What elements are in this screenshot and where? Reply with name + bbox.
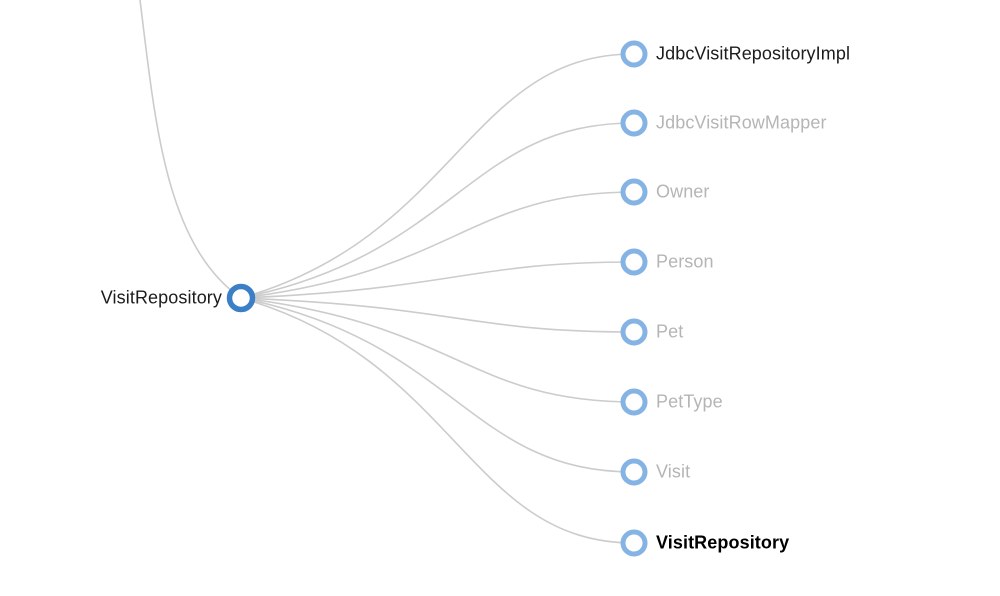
node-circle-pet[interactable] [620, 318, 648, 346]
edge-visitrepository-jdbcvisitrowmapper [240, 122, 635, 299]
node-circle-owner[interactable] [620, 178, 648, 206]
edge-visitrepository-visitrepository-ref [240, 297, 635, 544]
edges-layer [139, 0, 635, 544]
node-circle-visitrepository-ref[interactable] [620, 529, 648, 557]
node-label-visitrepository-hub[interactable]: VisitRepository [100, 287, 222, 308]
node-circle-person[interactable] [620, 248, 648, 276]
edge-incoming-parent [139, 0, 242, 299]
edge-visitrepository-visit [240, 297, 635, 473]
node-circle-pettype[interactable] [620, 388, 648, 416]
node-circle-visit[interactable] [620, 458, 648, 486]
edge-visitrepository-pet [240, 297, 635, 333]
edge-visitrepository-pettype [240, 297, 635, 403]
node-label-visit[interactable]: Visit [656, 461, 691, 482]
node-circle-visitrepository-hub[interactable] [226, 283, 256, 313]
edge-visitrepository-owner [240, 191, 635, 299]
nodes-layer [226, 40, 648, 557]
node-label-person[interactable]: Person [656, 251, 714, 272]
node-label-owner[interactable]: Owner [656, 181, 710, 202]
node-circle-jdbcvisitrowmapper[interactable] [620, 109, 648, 137]
node-label-jdbcvisitrepositoryimpl[interactable]: JdbcVisitRepositoryImpl [656, 43, 851, 64]
node-circle-jdbcvisitrepositoryimpl[interactable] [620, 40, 648, 68]
node-label-visitrepository-ref[interactable]: VisitRepository [656, 532, 790, 553]
node-label-pettype[interactable]: PetType [656, 391, 723, 412]
node-label-jdbcvisitrowmapper[interactable]: JdbcVisitRowMapper [656, 112, 827, 133]
node-label-pet[interactable]: Pet [656, 321, 684, 342]
edge-visitrepository-person [240, 261, 635, 299]
edge-visitrepository-jdbcvisitrepositoryimpl [240, 53, 635, 299]
